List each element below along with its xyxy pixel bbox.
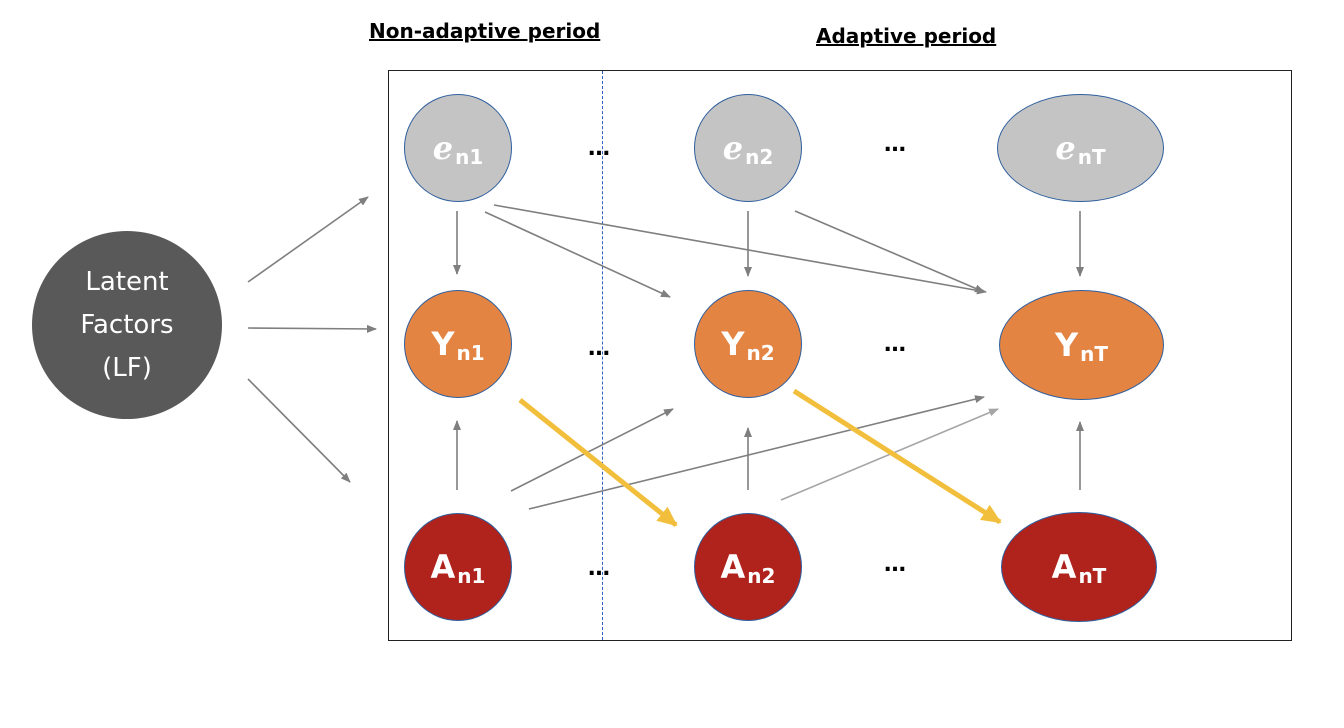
- arrow-en2-ynT: [794, 210, 985, 293]
- ellipsis-a-left: …: [588, 556, 610, 581]
- arrow-an1-ynT: [528, 395, 985, 510]
- ellipsis-y-left: …: [588, 336, 610, 361]
- arrow-lf-to-e: [247, 196, 369, 283]
- adaptive-period-header: Adaptive period: [816, 24, 997, 48]
- latent-factors-node: Latent Factors (LF): [32, 231, 222, 419]
- arrow-yn1-an2: [518, 398, 678, 527]
- arrow-lf-to-a: [247, 378, 351, 483]
- latent-factors-line2: Factors: [80, 309, 174, 340]
- arrow-lf-to-y: [247, 324, 377, 333]
- latent-factors-line1: Latent: [85, 266, 169, 297]
- arrow-an1-yn2: [510, 408, 674, 492]
- ellipsis-e-right: …: [884, 132, 906, 157]
- ellipsis-a-right: …: [884, 552, 906, 577]
- ellipsis-e-left: …: [588, 136, 610, 161]
- arrow-yn2-anT: [792, 388, 1002, 525]
- ellipsis-y-right: …: [884, 332, 906, 357]
- arrow-en1-yn2: [484, 211, 671, 298]
- diagram-frame: [388, 70, 1292, 641]
- period-divider: [602, 71, 603, 640]
- arrow-en1-ynT: [493, 204, 987, 295]
- latent-factors-line3: (LF): [102, 352, 152, 383]
- non-adaptive-period-header: Non-adaptive period: [369, 19, 601, 43]
